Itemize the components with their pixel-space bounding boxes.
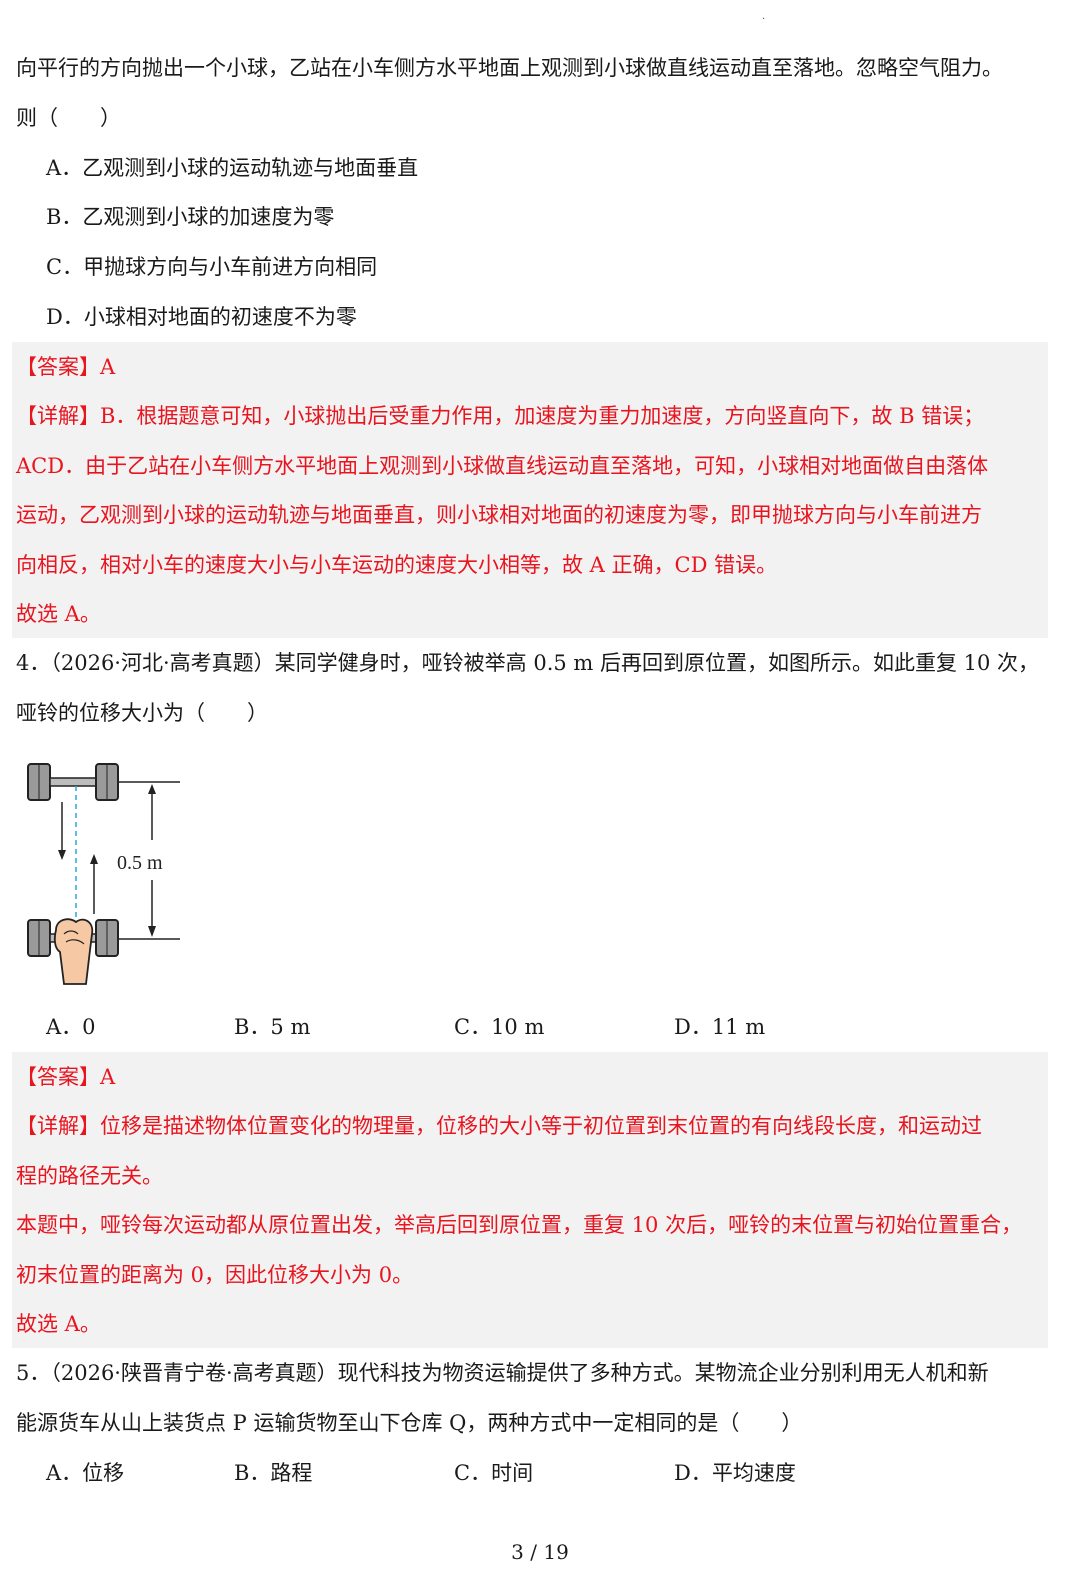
q4-detail-line-5: 故选 A。 bbox=[16, 1312, 101, 1336]
q3-stem-line-1: 向平行的方向抛出一个小球，乙站在小车侧方水平地面上观测到小球做直线运动直至落地。… bbox=[16, 56, 1003, 80]
dumbbell-top-icon bbox=[27, 763, 119, 801]
q4-answer: 【答案】A bbox=[16, 1065, 116, 1089]
q4-stem-line-2: 哑铃的位移大小为（ ） bbox=[16, 701, 268, 725]
q5-option-c: C．时间 bbox=[454, 1461, 534, 1485]
q4-detail-line-2: 程的路径无关。 bbox=[16, 1164, 163, 1188]
q5-option-a: A．位移 bbox=[46, 1461, 125, 1485]
q3-option-c: C．甲抛球方向与小车前进方向相同 bbox=[46, 255, 378, 279]
q4-detail-line-4: 初末位置的距离为 0，因此位移大小为 0。 bbox=[16, 1263, 414, 1287]
q3-detail-line-3: 运动，乙观测到小球的运动轨迹与地面垂直，则小球相对地面的初速度为零，即甲抛球方向… bbox=[16, 503, 982, 527]
figure-height-label: 0.5 m bbox=[117, 852, 163, 874]
q3-detail-line-4: 向相反，相对小车的速度大小与小车运动的速度大小相等，故 A 正确，CD 错误。 bbox=[16, 553, 778, 577]
q4-option-b: B．5 m bbox=[234, 1015, 311, 1039]
q3-option-b: B．乙观测到小球的加速度为零 bbox=[46, 205, 335, 229]
page-number: 3 / 19 bbox=[511, 1540, 569, 1564]
dumbbell-figure: 0.5 m bbox=[27, 763, 180, 985]
hand-icon bbox=[53, 918, 94, 985]
page-mark: · bbox=[762, 14, 766, 25]
q4-answer-block bbox=[12, 1052, 1048, 1348]
q4-option-d: D．11 m bbox=[674, 1015, 766, 1039]
q5-stem-line-2: 能源货车从山上装货点 P 运输货物至山下仓库 Q，两种方式中一定相同的是（ ） bbox=[16, 1411, 803, 1435]
q3-detail-line-1: 【详解】B．根据题意可知，小球抛出后受重力作用，加速度为重力加速度，方向竖直向下… bbox=[16, 404, 985, 428]
q3-stem-line-2: 则（ ） bbox=[16, 106, 121, 130]
q3-detail-line-5: 故选 A。 bbox=[16, 602, 101, 626]
q3-option-a: A．乙观测到小球的运动轨迹与地面垂直 bbox=[46, 156, 419, 180]
q4-detail-line-1: 【详解】位移是描述物体位置变化的物理量，位移的大小等于初位置到末位置的有向线段长… bbox=[16, 1114, 982, 1138]
q4-detail-line-3: 本题中，哑铃每次运动都从原位置出发，举高后回到原位置，重复 10 次后，哑铃的末… bbox=[16, 1213, 1023, 1237]
q3-option-d: D．小球相对地面的初速度不为零 bbox=[46, 305, 357, 329]
q5-stem-line-1: 5．（2026·陕晋青宁卷·高考真题）现代科技为物资运输提供了多种方式。某物流企… bbox=[16, 1361, 989, 1385]
q3-answer-block bbox=[12, 342, 1048, 638]
q4-option-c: C．10 m bbox=[454, 1015, 545, 1039]
q3-answer: 【答案】A bbox=[16, 355, 116, 379]
q5-option-d: D．平均速度 bbox=[674, 1461, 796, 1485]
q4-option-a: A．0 bbox=[46, 1015, 96, 1039]
q5-option-b: B．路程 bbox=[234, 1461, 313, 1485]
q3-detail-line-2: ACD．由于乙站在小车侧方水平地面上观测到小球做直线运动直至落地，可知，小球相对… bbox=[16, 454, 989, 478]
q4-stem-line-1: 4．（2026·河北·高考真题）某同学健身时，哑铃被举高 0.5 m 后再回到原… bbox=[16, 651, 1040, 675]
